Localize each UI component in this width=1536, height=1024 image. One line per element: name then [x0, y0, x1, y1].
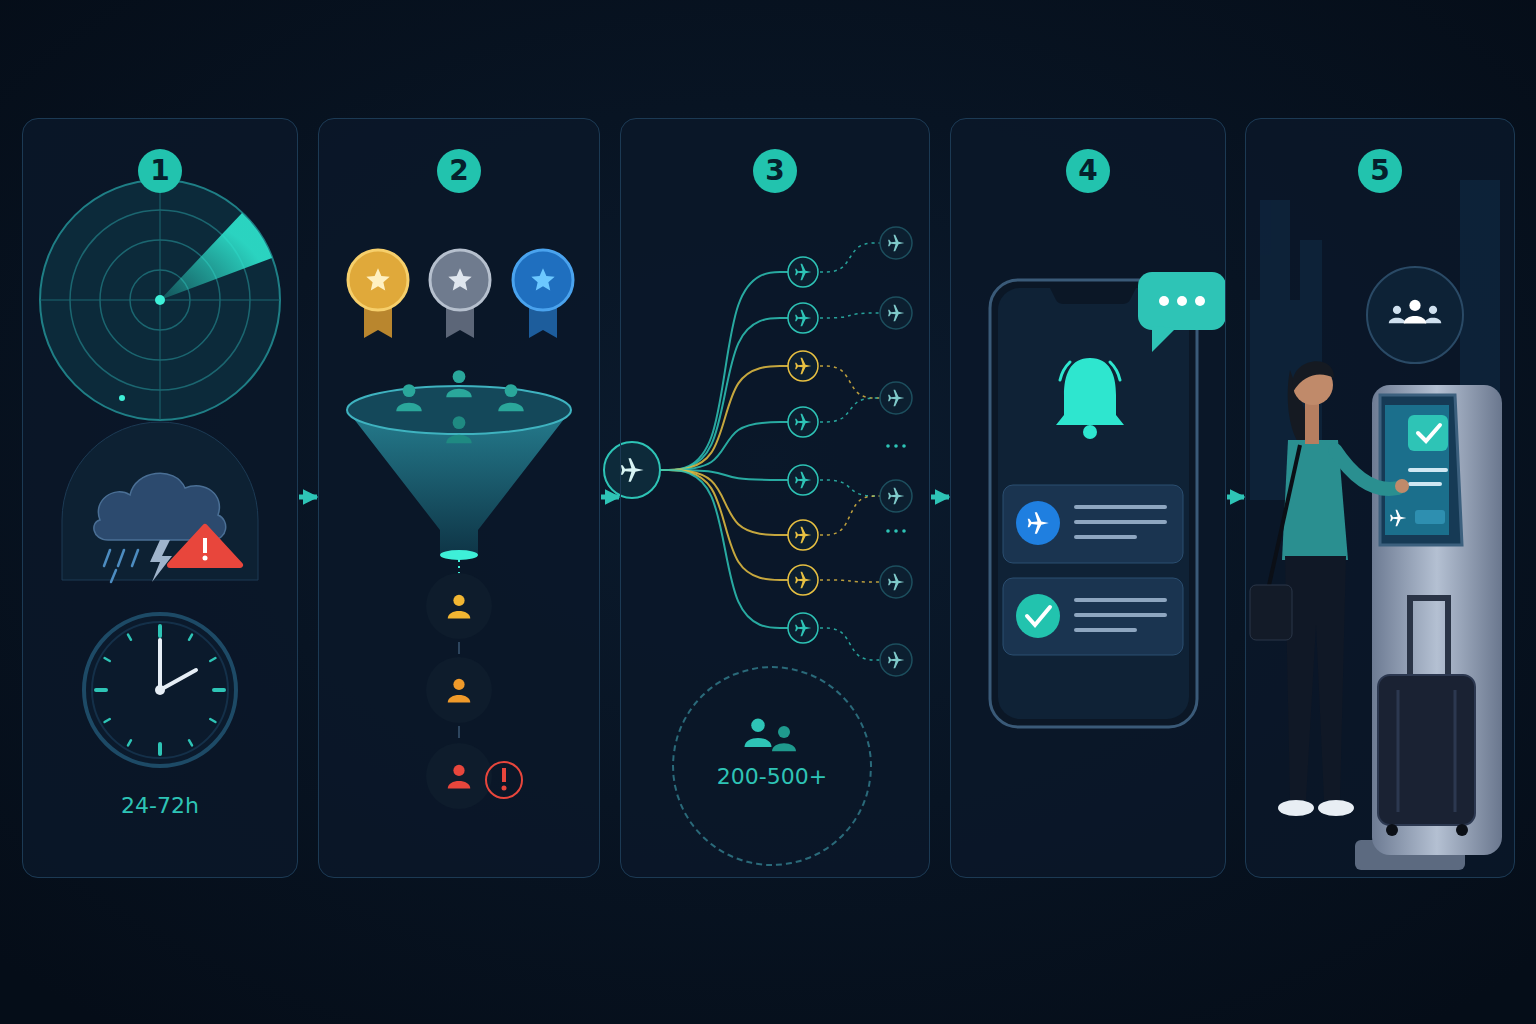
route-line [658, 470, 790, 580]
destination-node [880, 227, 912, 259]
route-continuation [820, 243, 880, 272]
clock-tick [214, 688, 224, 692]
step-number: 3 [753, 149, 797, 193]
plane-icon [888, 652, 904, 669]
clock-tick [158, 626, 162, 636]
plane-icon [795, 414, 811, 431]
group-icon [745, 719, 797, 752]
step-panel: 2 [318, 118, 600, 878]
plane-icon [888, 390, 904, 407]
step-number: 2 [437, 149, 481, 193]
ellipsis-dot [894, 444, 898, 448]
ellipsis-dot [894, 529, 898, 533]
flight-node [788, 465, 818, 495]
ellipsis-dot [886, 444, 890, 448]
flow-arrow [299, 495, 317, 500]
ellipsis-dot [902, 529, 906, 533]
kiosk-icon [1355, 385, 1502, 870]
plane-icon [888, 574, 904, 591]
ellipsis-dot [902, 444, 906, 448]
storm-warning-icon [62, 422, 258, 582]
step-panel: 5 [1245, 118, 1515, 878]
route-continuation [820, 398, 880, 422]
step-number: 5 [1358, 149, 1402, 193]
step-panel: 1 24-72h [22, 118, 298, 878]
clock-tick [105, 658, 110, 661]
route-continuation [820, 496, 880, 535]
plane-icon [795, 620, 811, 637]
plane-icon [888, 305, 904, 322]
flow-arrow [601, 495, 619, 500]
ellipsis-dot [886, 529, 890, 533]
flight-node [788, 303, 818, 333]
clock-tick [189, 635, 192, 640]
route-line [658, 422, 790, 470]
chat-bubble-icon [1138, 272, 1226, 352]
clock-tick [210, 658, 215, 661]
destination-node [880, 297, 912, 329]
clock-tick [189, 740, 192, 745]
funnel-icon [347, 370, 571, 578]
destination-node [880, 644, 912, 676]
plane-icon [795, 472, 811, 489]
route-continuation [820, 580, 880, 582]
step-panel: 3 200-500+ [620, 118, 930, 878]
route-continuation [820, 313, 880, 318]
route-line [658, 366, 790, 470]
step-number: 4 [1066, 149, 1110, 193]
panel-grounds [22, 118, 1515, 878]
clock-tick [128, 740, 131, 745]
plane-icon [795, 310, 811, 327]
destination-node [880, 382, 912, 414]
hub-icon [604, 442, 660, 498]
suitcase-icon [1378, 598, 1475, 836]
group-badge-icon [1367, 267, 1463, 363]
step-panel: 4 [950, 118, 1226, 878]
route-line [658, 272, 790, 470]
route-continuation [820, 480, 880, 496]
plane-icon [795, 572, 811, 589]
clock-icon [84, 614, 236, 766]
route-continuation [820, 366, 880, 398]
flow-arrow [1227, 495, 1244, 500]
flight-node [788, 257, 818, 287]
rebooking-network [658, 227, 912, 676]
destination-node [880, 566, 912, 598]
flow-arrow [931, 495, 949, 500]
ranked-passenger-icons [426, 573, 522, 809]
clock-tick [128, 635, 131, 640]
plane-icon [795, 358, 811, 375]
step-number: 1 [138, 149, 182, 193]
clock-tick [158, 744, 162, 754]
metric-value: 24-72h [23, 793, 297, 819]
radar-icon [40, 180, 280, 420]
route-line [658, 318, 790, 470]
medal-icons [348, 250, 573, 338]
count-circle: 200-500+ [672, 666, 872, 866]
flight-node [788, 520, 818, 550]
clock-tick [105, 719, 110, 722]
destination-node [880, 480, 912, 512]
metric-value: 200-500+ [674, 764, 870, 790]
plane-icon [888, 235, 904, 252]
flight-node [788, 613, 818, 643]
route-continuation [820, 628, 880, 660]
plane-icon [888, 488, 904, 505]
flight-node [788, 565, 818, 595]
flight-node [788, 351, 818, 381]
phone-icon [990, 280, 1197, 727]
clock-tick [210, 719, 215, 722]
clock-tick [96, 688, 106, 692]
plane-icon [795, 527, 811, 544]
route-line [658, 470, 790, 628]
flight-node [788, 407, 818, 437]
plane-icon [795, 264, 811, 281]
